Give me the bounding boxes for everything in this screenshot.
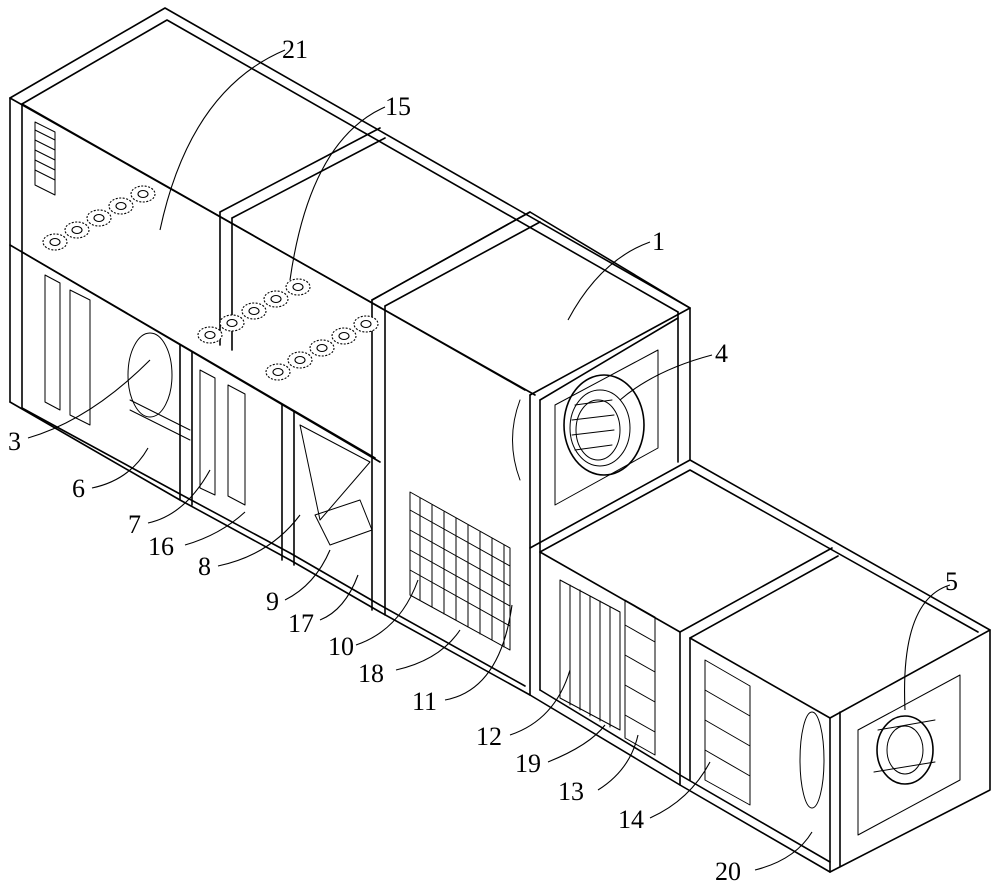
leader-9 [284,549,331,601]
lower-module-frames [529,459,991,873]
gear-icon [309,339,335,357]
leader-8 [217,514,301,567]
leader-21 [159,49,286,231]
label-9: 9 [266,587,279,616]
label-18: 18 [358,659,384,688]
label-14: 14 [618,805,644,834]
label-11: 11 [412,687,437,716]
leader-18 [395,629,461,671]
gear-rows [42,185,379,381]
gear-icon [64,221,90,239]
coil-12 [559,579,621,731]
gear-icon [285,278,311,296]
leader-6 [91,447,149,489]
leader-lines [27,49,951,871]
leader-11 [444,604,513,701]
label-20: 20 [715,857,741,886]
leader-1 [567,241,651,321]
gear-icon [219,314,245,332]
gear-icon [42,233,68,251]
leader-12 [509,669,571,736]
label-8: 8 [198,552,211,581]
label-4: 4 [715,339,728,368]
label-3: 3 [8,427,21,456]
gear-icon [263,290,289,308]
label-1: 1 [652,227,665,256]
label-19: 19 [515,749,541,778]
coil-10 [409,491,511,651]
leader-13 [597,734,639,791]
gear-icon [197,326,223,344]
label-5: 5 [945,567,958,596]
gear-icon [353,315,379,333]
leader-19 [547,724,606,763]
reference-numerals: 21 15 1 4 3 6 7 16 8 9 17 10 18 11 12 19… [8,35,958,886]
label-12: 12 [476,722,502,751]
label-16: 16 [148,532,174,561]
leader-20 [754,831,813,871]
leader-15 [289,106,386,281]
leader-16 [184,511,246,546]
fan-module-box [371,211,691,696]
label-21: 21 [282,35,308,64]
gear-icon [108,197,134,215]
leader-4 [619,354,713,401]
leader-7 [147,469,211,524]
leader-10 [355,579,419,646]
label-10: 10 [328,632,354,661]
leader-3 [27,359,151,439]
label-17: 17 [288,609,314,638]
leader-17 [319,574,359,621]
leader-14 [649,761,711,819]
gear-icon [287,351,313,369]
gear-icon [331,327,357,345]
gear-icon [241,302,267,320]
gear-icon [86,209,112,227]
label-13: 13 [558,777,584,806]
label-15: 15 [385,92,411,121]
leader-5 [904,584,951,711]
gear-icon [265,363,291,381]
label-7: 7 [128,510,141,539]
gear-icon [130,185,156,203]
label-6: 6 [72,474,85,503]
internal-components [34,121,825,809]
